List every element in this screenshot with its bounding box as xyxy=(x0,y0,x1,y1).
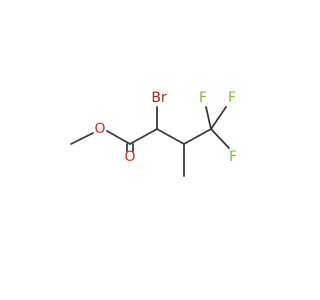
bond-cbeta-cf3 xyxy=(183,128,212,145)
atom-labels: O O Br F F F xyxy=(94,90,237,165)
atom-f-top-left: F xyxy=(199,90,207,106)
molecule-structure: O O Br F F F xyxy=(70,90,237,177)
bond-cf3-f-top-right xyxy=(210,106,227,130)
bond-cf3-f-top-left xyxy=(205,106,212,130)
bond-methyl-o xyxy=(70,132,94,145)
bonds xyxy=(70,106,230,177)
bond-o-carbonylc xyxy=(106,130,131,145)
atom-f-bottom: F xyxy=(229,149,237,165)
atom-br: Br xyxy=(151,90,167,106)
atom-o-methoxy: O xyxy=(94,121,105,137)
atom-o-carbonyl: O xyxy=(124,149,135,165)
bond-calpha-cbeta xyxy=(156,128,185,145)
atom-f-top-right: F xyxy=(228,90,236,106)
bond-cf3-f-bottom xyxy=(210,128,230,149)
bond-carbonylc-calpha xyxy=(129,128,158,145)
